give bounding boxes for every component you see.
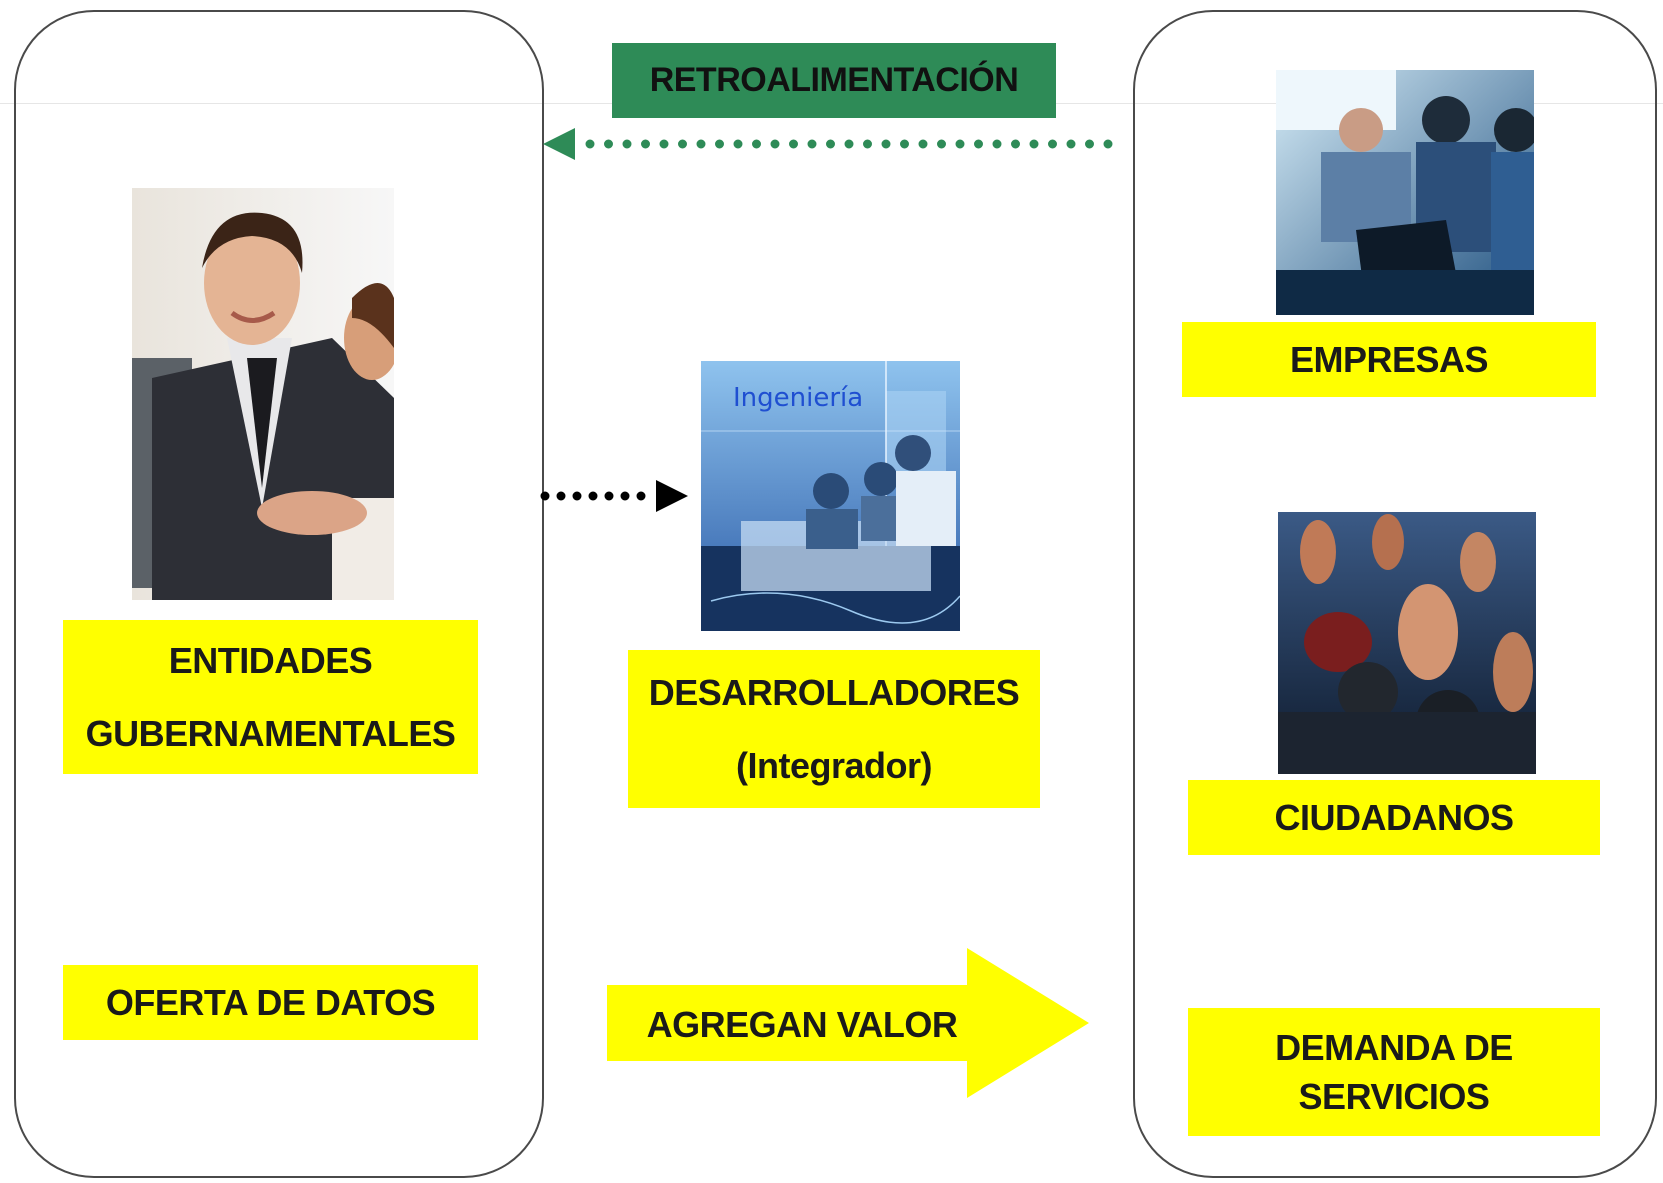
dev-flow-arrow <box>540 480 688 512</box>
service-demand-label: DEMANDA DE SERVICIOS <box>1188 1008 1600 1136</box>
service-demand-line2: SERVICIOS <box>1298 1076 1490 1117</box>
business-meeting-photo <box>1276 70 1534 315</box>
feedback-arrow <box>543 128 1115 160</box>
developers-line2: (Integrador) <box>736 745 933 786</box>
businessman-handshake-photo <box>132 188 394 600</box>
gov-entities-line1: ENTIDADES <box>168 639 373 681</box>
developers-label: DESARROLLADORES (Integrador) <box>628 650 1040 808</box>
gov-entities-label: ENTIDADES GUBERNAMENTALES <box>63 620 478 774</box>
service-demand-line1: DEMANDA DE <box>1275 1026 1513 1068</box>
value-add-arrow <box>607 948 1089 1098</box>
supply-panel <box>14 10 544 1178</box>
crowd-raised-hands-photo <box>1278 512 1536 774</box>
data-offer-label: OFERTA DE DATOS <box>63 965 478 1040</box>
developers-line1: DESARROLLADORES <box>648 671 1020 713</box>
value-add-label: AGREGAN VALOR <box>646 1004 958 1045</box>
engineering-team-photo: Ingeniería <box>701 361 960 631</box>
citizens-label: CIUDADANOS <box>1188 780 1600 855</box>
demand-panel <box>1133 10 1657 1178</box>
feedback-label: RETROALIMENTACIÓN <box>612 43 1056 118</box>
photo-caption: Ingeniería <box>733 383 864 413</box>
companies-label: EMPRESAS <box>1182 322 1596 397</box>
gov-entities-line2: GUBERNAMENTALES <box>85 713 456 754</box>
